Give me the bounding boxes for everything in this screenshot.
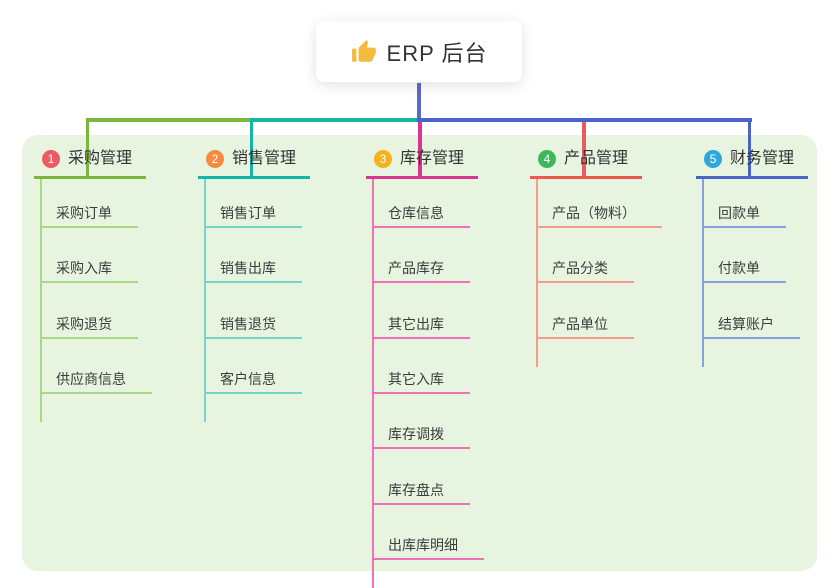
top-segment-left <box>86 118 252 122</box>
thumbs-up-icon <box>351 39 376 62</box>
child-node[interactable]: 付款单 <box>702 255 786 284</box>
branch-4-badge: 4 <box>538 150 556 168</box>
top-segment-mid <box>250 118 419 122</box>
child-node[interactable]: 产品库存 <box>372 255 470 284</box>
branch-trunk-line <box>204 179 206 422</box>
branch-label: 库存管理 <box>400 150 465 167</box>
branch-label: 销售管理 <box>232 150 297 167</box>
root-drop-line <box>417 83 421 122</box>
branch-4-header[interactable]: 4 产品管理 <box>530 148 643 179</box>
branch-label: 财务管理 <box>730 150 795 167</box>
branch-1-badge: 1 <box>42 150 60 168</box>
child-node[interactable]: 产品（物料） <box>536 200 662 228</box>
branch-trunk-line <box>702 179 704 367</box>
branch-3-header[interactable]: 3 库存管理 <box>366 148 479 179</box>
branch-drop-line <box>418 122 422 177</box>
child-node[interactable]: 结算账户 <box>702 311 800 339</box>
branch-drop-line <box>582 122 586 177</box>
child-node[interactable]: 回款单 <box>702 200 786 228</box>
child-node[interactable]: 仓库信息 <box>372 200 470 228</box>
top-segment-right <box>417 118 752 122</box>
branch-5-badge: 5 <box>704 150 722 168</box>
branches-panel <box>22 135 817 571</box>
branch-2-badge: 2 <box>206 150 224 168</box>
child-node[interactable]: 库存调拨 <box>372 421 470 450</box>
child-node[interactable]: 产品单位 <box>536 311 634 339</box>
child-node[interactable]: 采购入库 <box>40 255 138 284</box>
branch-3-badge: 3 <box>374 150 392 168</box>
child-node[interactable]: 销售订单 <box>204 200 302 228</box>
root-title: ERP 后台 <box>386 40 488 66</box>
branch-drop-line <box>86 118 89 177</box>
branch-trunk-line <box>536 179 538 367</box>
branch-drop-line <box>250 118 253 177</box>
branch-trunk-line <box>40 179 42 422</box>
branch-1-header[interactable]: 1 采购管理 <box>34 148 147 179</box>
branch-drop-line <box>748 118 751 177</box>
child-node[interactable]: 销售出库 <box>204 255 302 284</box>
child-node[interactable]: 出库库明细 <box>372 532 484 560</box>
branch-5-header[interactable]: 5 财务管理 <box>696 148 809 179</box>
branch-trunk-line <box>372 179 374 588</box>
branch-label: 产品管理 <box>564 150 629 167</box>
child-node[interactable]: 产品分类 <box>536 255 634 284</box>
child-node[interactable]: 其它出库 <box>372 311 470 339</box>
branch-2-header[interactable]: 2 销售管理 <box>198 148 311 179</box>
child-node[interactable]: 其它入库 <box>372 366 470 394</box>
branch-label: 采购管理 <box>68 150 133 167</box>
child-node[interactable]: 客户信息 <box>204 366 302 394</box>
child-node[interactable]: 采购订单 <box>40 200 138 228</box>
child-node[interactable]: 采购退货 <box>40 311 138 339</box>
child-node[interactable]: 销售退货 <box>204 311 302 339</box>
root-node[interactable]: ERP 后台 <box>316 21 522 82</box>
child-node[interactable]: 供应商信息 <box>40 366 152 394</box>
child-node[interactable]: 库存盘点 <box>372 477 470 505</box>
